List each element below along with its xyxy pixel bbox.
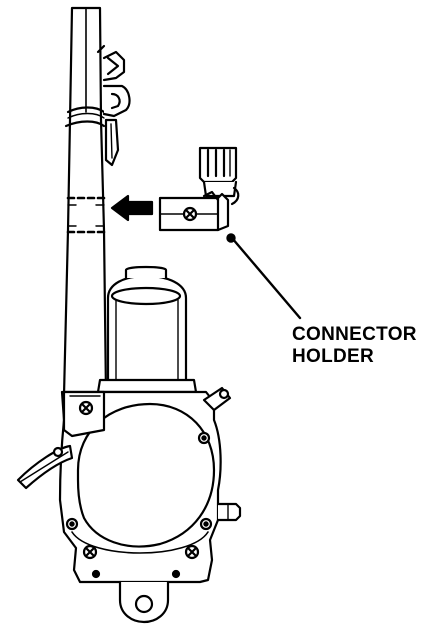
motor: [98, 267, 196, 392]
bolt-hole-base-left: [93, 571, 99, 577]
bolt-hole-left-mid: [67, 519, 77, 529]
gear-housing: [18, 388, 240, 622]
bolt-hole-right-mid: [201, 519, 211, 529]
upper-rail-clip: [98, 46, 129, 165]
bolt-holes: [54, 402, 211, 577]
bolt-hole-left-crank: [54, 448, 62, 456]
bolt-hole-base-right: [173, 571, 179, 577]
connector-holder: [160, 148, 238, 242]
callout-leader-line: [232, 238, 300, 318]
bolt-hole-bottom-right: [186, 546, 198, 558]
direction-arrow: [112, 196, 152, 220]
bolt-hole-bottom-left: [84, 546, 96, 558]
bolt-hole-right-upper: [199, 433, 209, 443]
guide-rail: [64, 8, 106, 395]
label-line-2: HOLDER: [292, 346, 375, 367]
label-line-1: CONNECTOR: [292, 324, 417, 345]
connector-holder-label: CONNECTOR HOLDER: [292, 324, 417, 368]
bolt-hole-top-left: [80, 402, 92, 414]
